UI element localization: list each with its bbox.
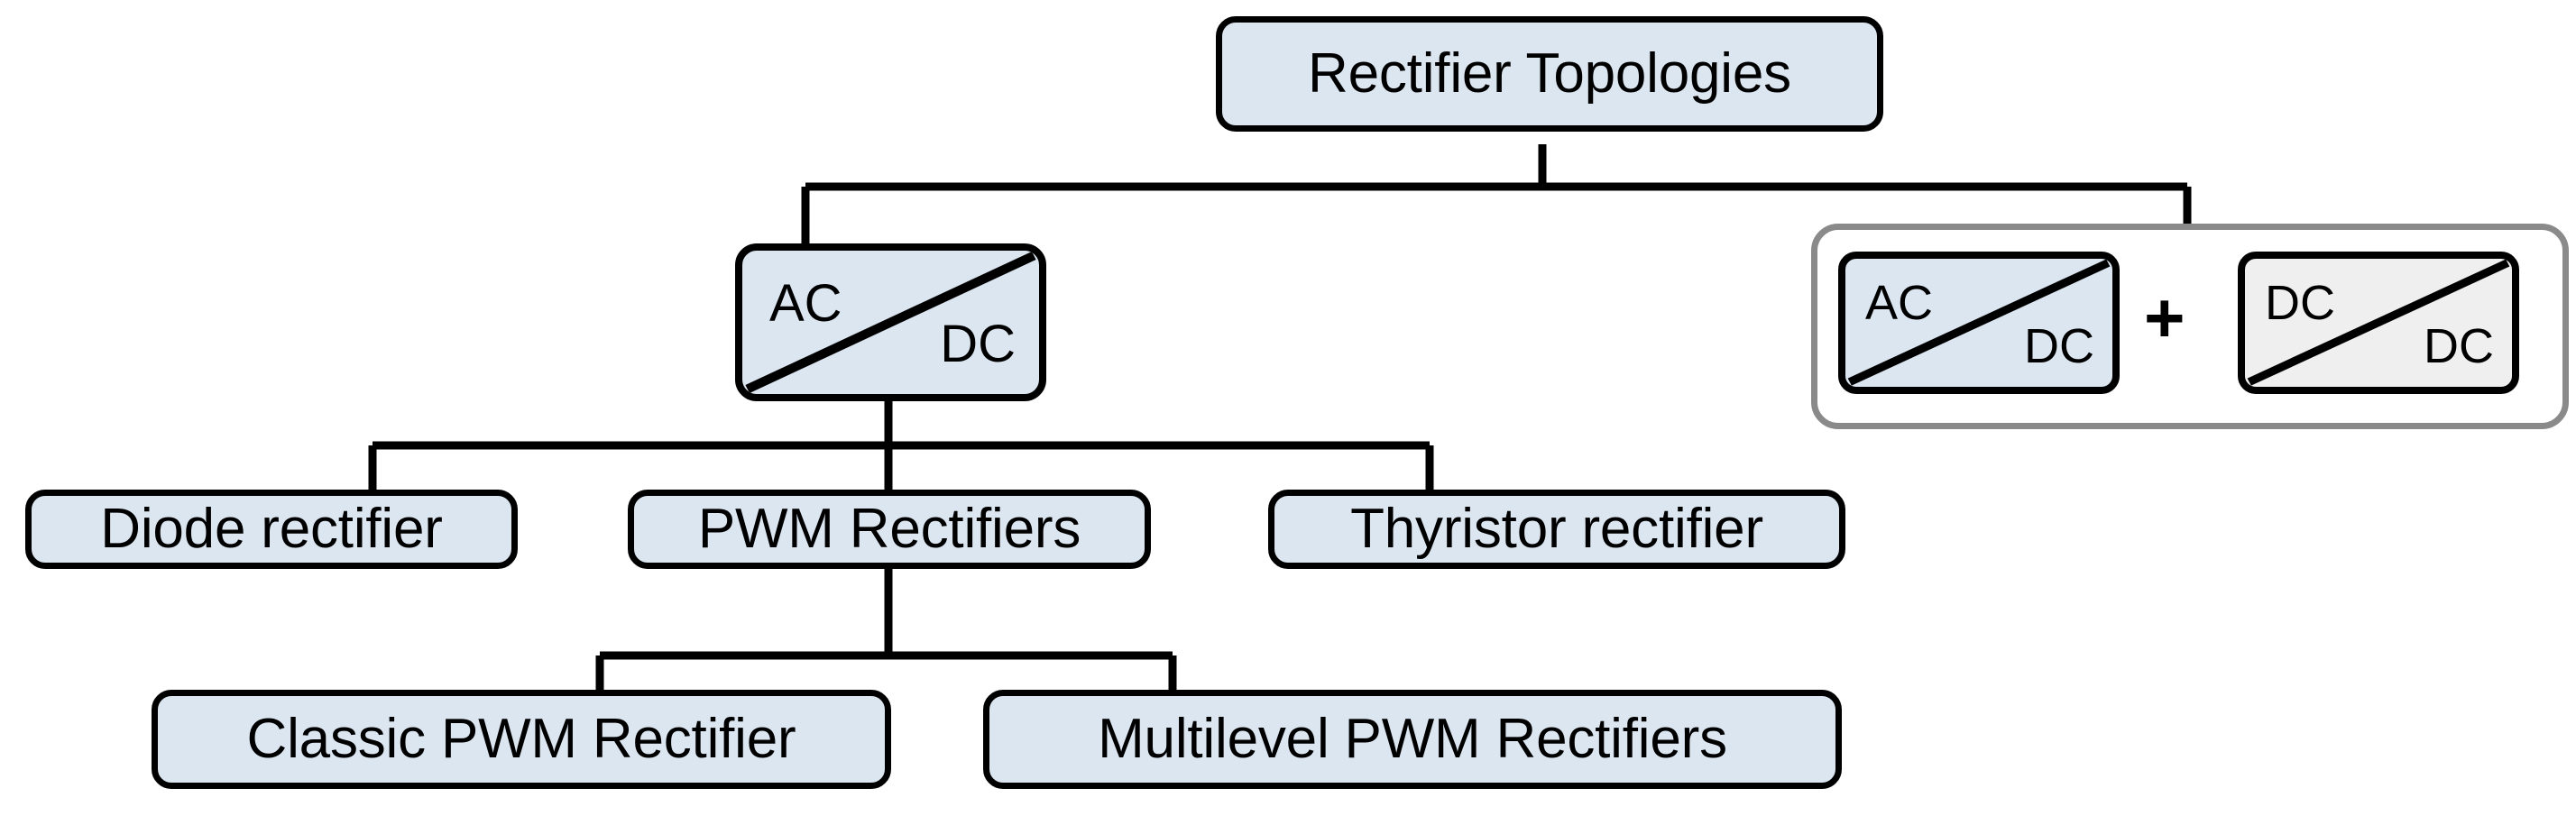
converter-input-label: DC — [2265, 276, 2335, 330]
node-diode-rectifier[interactable]: Diode rectifier — [25, 490, 518, 569]
combo-dc-dc-converter[interactable]: DC DC — [2238, 252, 2519, 394]
node-combo-group[interactable]: AC DC + DC DC — [1811, 224, 2569, 429]
converter-input-label: AC — [769, 274, 842, 333]
node-label: Thyristor rectifier — [1350, 498, 1763, 560]
converter-output-label: DC — [2424, 319, 2494, 373]
node-thyristor-rectifier[interactable]: Thyristor rectifier — [1268, 490, 1845, 569]
converter-output-label: DC — [940, 315, 1016, 373]
node-label: Rectifier Topologies — [1308, 42, 1791, 105]
converter-input-label: AC — [1865, 276, 1934, 330]
node-label: Diode rectifier — [100, 498, 443, 560]
node-pwm-rectifiers[interactable]: PWM Rectifiers — [628, 490, 1151, 569]
converter-diagonal-icon — [745, 251, 1036, 394]
node-label: Classic PWM Rectifier — [246, 708, 796, 770]
combo-ac-dc-converter[interactable]: AC DC — [1838, 252, 2120, 394]
converter-diagonal-icon — [1847, 259, 2111, 386]
node-label: Multilevel PWM Rectifiers — [1098, 708, 1727, 770]
combo-plus-operator: + — [2144, 278, 2185, 357]
node-ac-dc-converter[interactable]: AC DC — [735, 243, 1046, 401]
node-classic-pwm-rectifier[interactable]: Classic PWM Rectifier — [152, 690, 891, 789]
converter-output-label: DC — [2024, 319, 2094, 373]
node-multilevel-pwm-rectifiers[interactable]: Multilevel PWM Rectifiers — [983, 690, 1842, 789]
converter-diagonal-icon — [2247, 259, 2510, 386]
node-rectifier-topologies[interactable]: Rectifier Topologies — [1216, 16, 1883, 132]
node-label: PWM Rectifiers — [697, 498, 1081, 560]
